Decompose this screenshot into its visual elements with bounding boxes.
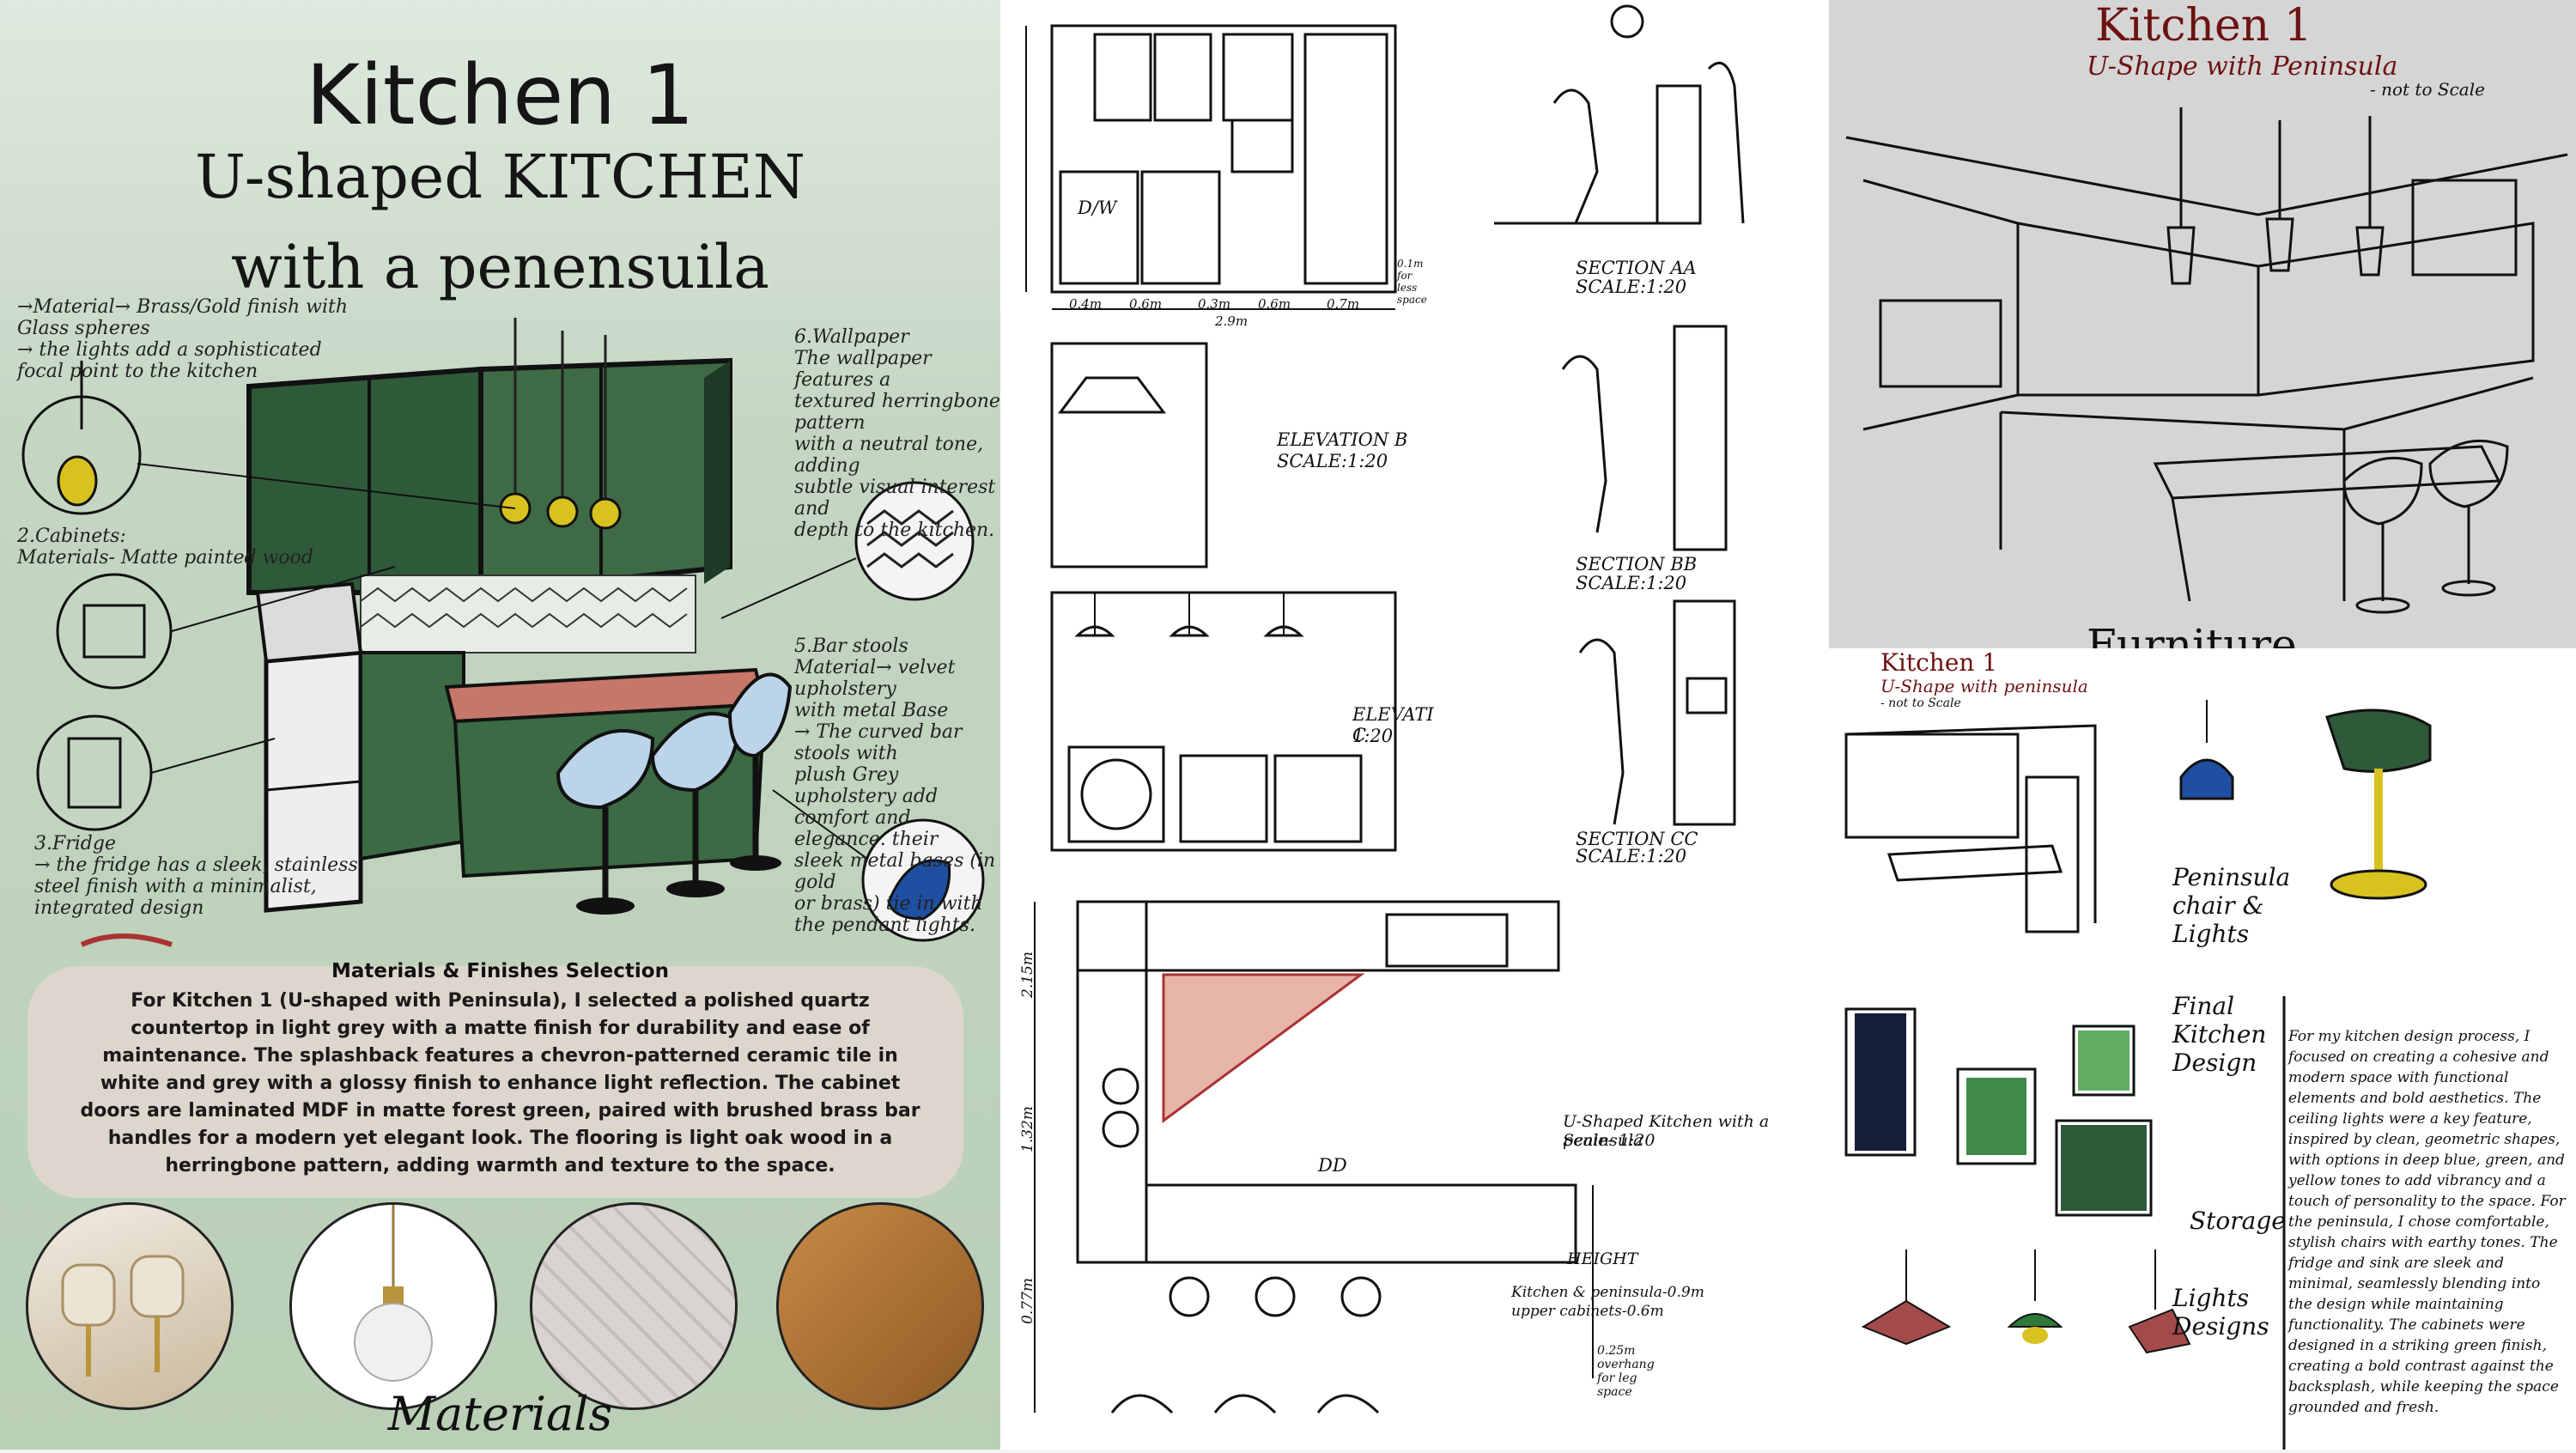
- material-photo-stools: [26, 1202, 234, 1410]
- dim-overhang: 0.25m overhang for leg space: [1597, 1344, 1655, 1399]
- section-aa-scale: SCALE:1:20: [1576, 277, 1687, 297]
- perspective-drawing: Kitchen 1 U-Shape with Peninsula - not t…: [1829, 0, 2576, 648]
- plan-scale: Scale- 1:20: [1563, 1131, 1656, 1150]
- material-photo-pendant: [289, 1202, 497, 1410]
- height-line2: upper cabinets-0.6m: [1511, 1303, 1664, 1320]
- height-title: HEIGHT: [1567, 1249, 1638, 1268]
- board-subtitle: U-Shape with peninsula: [1880, 676, 2088, 696]
- dim-top-4: 0.7m: [1327, 296, 1360, 312]
- materials-panel: Kitchen 1 U-shaped KITCHEN with a penens…: [0, 0, 1000, 1450]
- material-photo-floor: [776, 1202, 984, 1410]
- stool-photo-icon: [61, 1255, 185, 1377]
- elevation-c-scale: 1:20: [1352, 726, 1394, 746]
- elevations-drawing: D/W 0.4m 0.6m 0.3m 0.6m 0.7m 2.9m 0.1m f…: [1000, 0, 1464, 866]
- materials-textbox: [27, 966, 963, 1198]
- board-linework: [1844, 700, 2432, 1450]
- note-fridge: 3.Fridge→ the fridge has a sleek, stainl…: [34, 833, 358, 919]
- dim-top-0: 0.4m: [1069, 296, 1103, 312]
- dim-left-2: 1.32m: [1018, 1106, 1036, 1152]
- pendant-photo-icon: [354, 1205, 433, 1382]
- board-title: Kitchen 1: [1880, 648, 1998, 677]
- material-photo-tile: [530, 1202, 738, 1410]
- plan-label: U-Shaped Kitchen with a peninsula: [1563, 1112, 1770, 1150]
- section-linework: [1494, 4, 1745, 826]
- kitchen-sketch: [21, 318, 985, 947]
- storage-label: Storage: [2190, 1207, 2286, 1235]
- dim-total: 2.9m: [1215, 313, 1249, 329]
- elevation-b-scale: SCALE:1:20: [1277, 451, 1388, 471]
- note-cabinets: 2.Cabinets:Materials- Matte painted wood: [17, 526, 314, 568]
- section-bb-scale: SCALE:1:20: [1576, 573, 1687, 593]
- dim-top-1: 0.6m: [1129, 296, 1163, 312]
- section-aa-label: SECTION AA: [1576, 258, 1697, 278]
- kitchen-subtitle-line1: U-shaped KITCHEN: [194, 142, 806, 212]
- materials-label: Materials: [387, 1387, 613, 1441]
- design-board: Kitchen 1 U-Shape with peninsula - not t…: [1829, 648, 2576, 1450]
- perspective-note: - not to Scale: [2370, 79, 2485, 100]
- dd-label: DD: [1318, 1155, 1347, 1176]
- section-cc-label: SECTION CC: [1576, 829, 1698, 849]
- materials-title: Materials & Finishes Selection: [331, 960, 669, 982]
- dim-top-2: 0.3m: [1198, 296, 1231, 312]
- perspective-subtitle: U-Shape with Peninsula: [2087, 52, 2398, 82]
- dim-left-3: 0.77m: [1018, 1278, 1036, 1324]
- floor-plan-drawing: 2.15m 1.32m 0.77m DD U-Shaped Kitchen wi…: [1000, 863, 1829, 1450]
- materials-text: For Kitchen 1 (U-shaped with Peninsula),…: [80, 990, 920, 1176]
- perspective-title: Kitchen 1: [2095, 0, 2312, 52]
- section-bb-label: SECTION BB: [1576, 554, 1698, 575]
- floor-plan-linework: [1034, 900, 1594, 1414]
- design-description: For my kitchen design process, I focused…: [2288, 1028, 2566, 1416]
- elevation-b-label: ELEVATION B: [1277, 429, 1408, 450]
- dim-top-3: 0.6m: [1258, 296, 1291, 312]
- elevation-linework: [1025, 24, 1397, 852]
- dim-left-1: 2.15m: [1018, 951, 1036, 998]
- board-note: - not to Scale: [1880, 696, 1961, 710]
- kitchen-subtitle-line2: with a penensuila: [230, 232, 770, 302]
- perspective-linework: [1845, 107, 2568, 614]
- sections-drawing: SECTION AA SCALE:1:20 SECTION BB SCALE:1…: [1434, 0, 1829, 866]
- height-line1: Kitchen & peninsula-0.9m: [1511, 1284, 1704, 1301]
- kitchen-title: Kitchen 1: [306, 47, 695, 143]
- dw-label: D/W: [1078, 198, 1117, 218]
- dim-space: 0.1m for less space: [1397, 258, 1427, 306]
